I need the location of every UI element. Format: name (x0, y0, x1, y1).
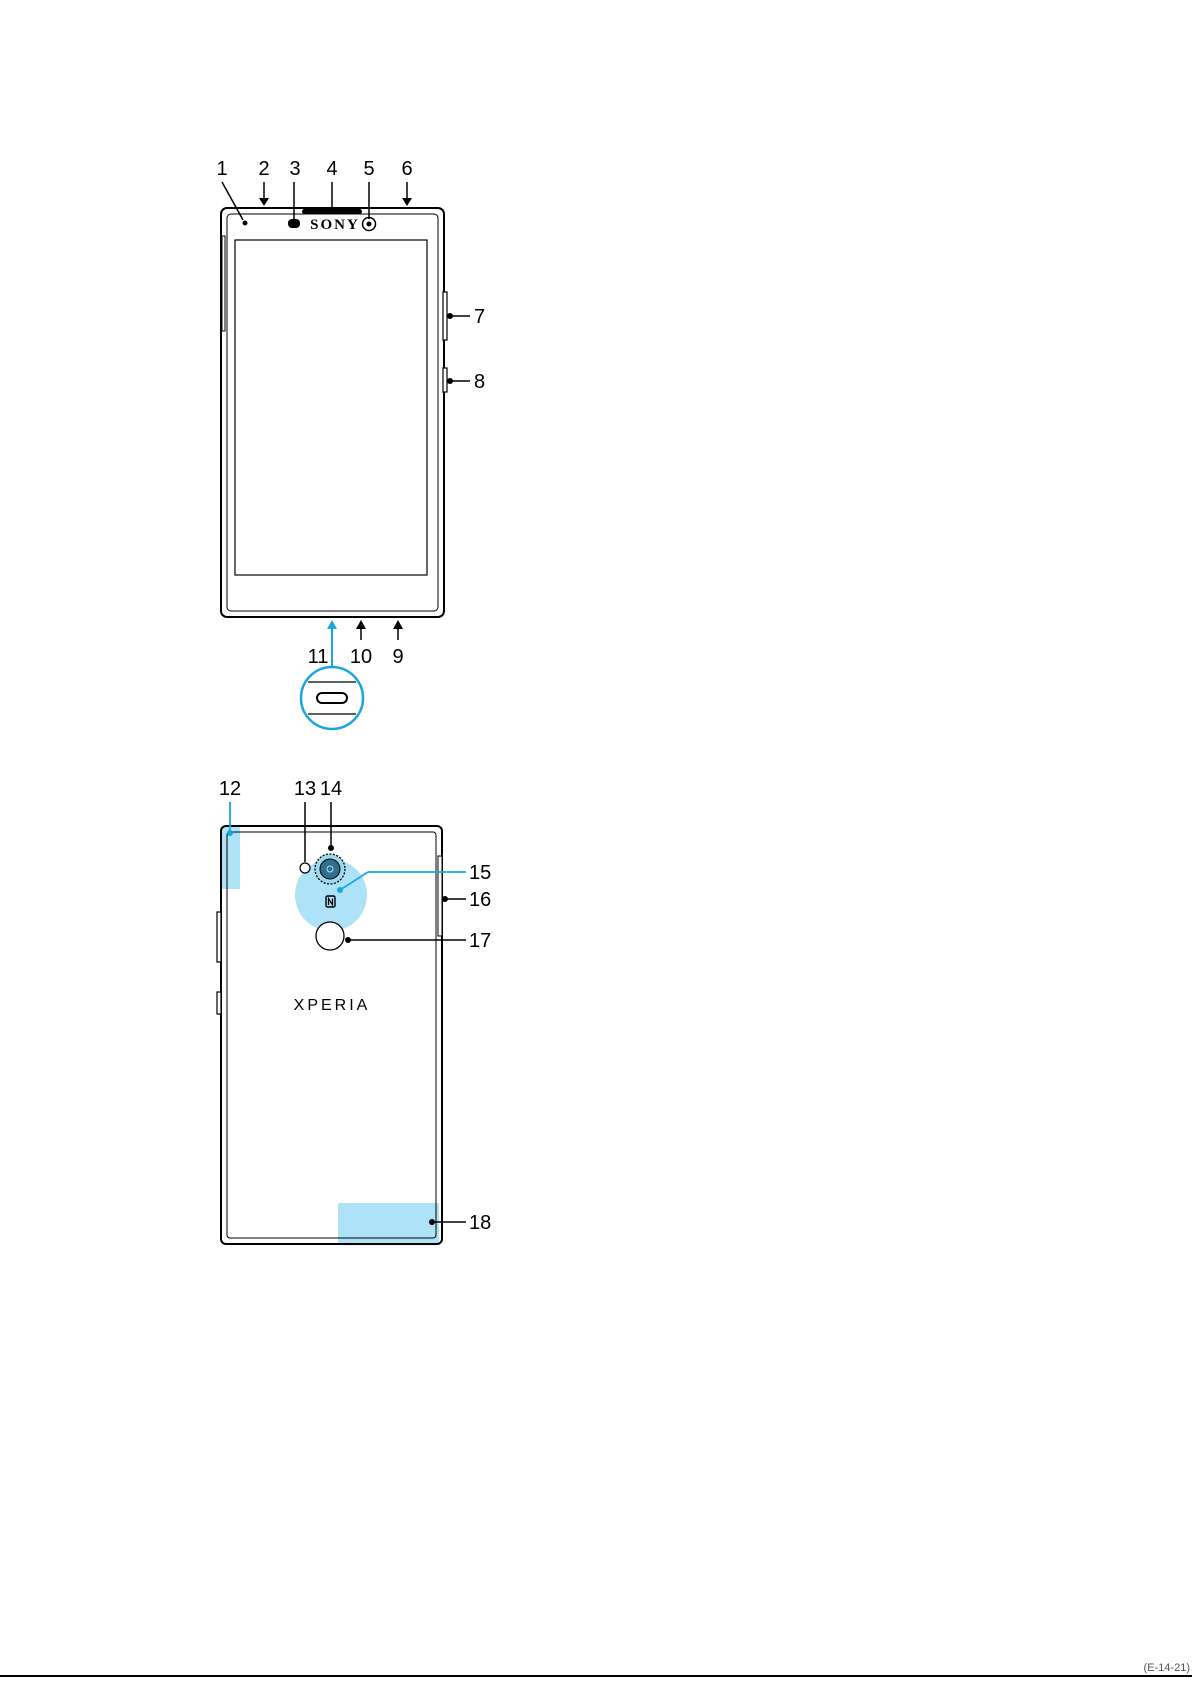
volume-key-shape (443, 292, 447, 340)
callout-17: 17 (469, 930, 491, 952)
callout-11: 11 (308, 646, 329, 668)
back-volume-key (217, 912, 221, 962)
antenna-area-bottom (338, 1203, 439, 1243)
callout-9: 9 (392, 646, 403, 668)
callout-14: 14 (320, 778, 342, 800)
card-slot-shape (438, 856, 442, 936)
front-camera-lens (367, 222, 372, 227)
usb-port-opening (317, 693, 347, 703)
brand-xperia: XPERIA (294, 997, 371, 1014)
brand-sony: SONY (310, 217, 360, 233)
callout-5: 5 (363, 158, 374, 180)
callout-3: 3 (289, 158, 300, 180)
callout-8: 8 (474, 371, 485, 393)
main-camera-lens (320, 859, 340, 879)
usb-port-callout (301, 620, 363, 729)
back-view: XPERIA 12 13 14 15 16 17 18 (217, 778, 491, 1244)
callout-7: 7 (474, 306, 485, 328)
callout-4: 4 (326, 158, 337, 180)
figure-code: (E-14-21) (1144, 1662, 1190, 1674)
back-power-key (217, 992, 221, 1014)
callout-6: 6 (401, 158, 412, 180)
flash-light (300, 863, 310, 873)
callout-10: 10 (350, 646, 372, 668)
power-key-shape (443, 368, 447, 392)
front-screen (235, 240, 427, 575)
callout-18: 18 (469, 1212, 491, 1234)
front-view: SONY 1 2 3 4 5 6 7 8 9 10 11 (216, 158, 485, 729)
callout-2: 2 (258, 158, 269, 180)
fingerprint-sensor (316, 922, 344, 950)
callout-12: 12 (219, 778, 241, 800)
callout-1: 1 (216, 158, 227, 180)
callout-13: 13 (294, 778, 316, 800)
notification-light-dot (243, 221, 248, 226)
callout-16: 16 (469, 889, 491, 911)
callout-15: 15 (469, 862, 491, 884)
